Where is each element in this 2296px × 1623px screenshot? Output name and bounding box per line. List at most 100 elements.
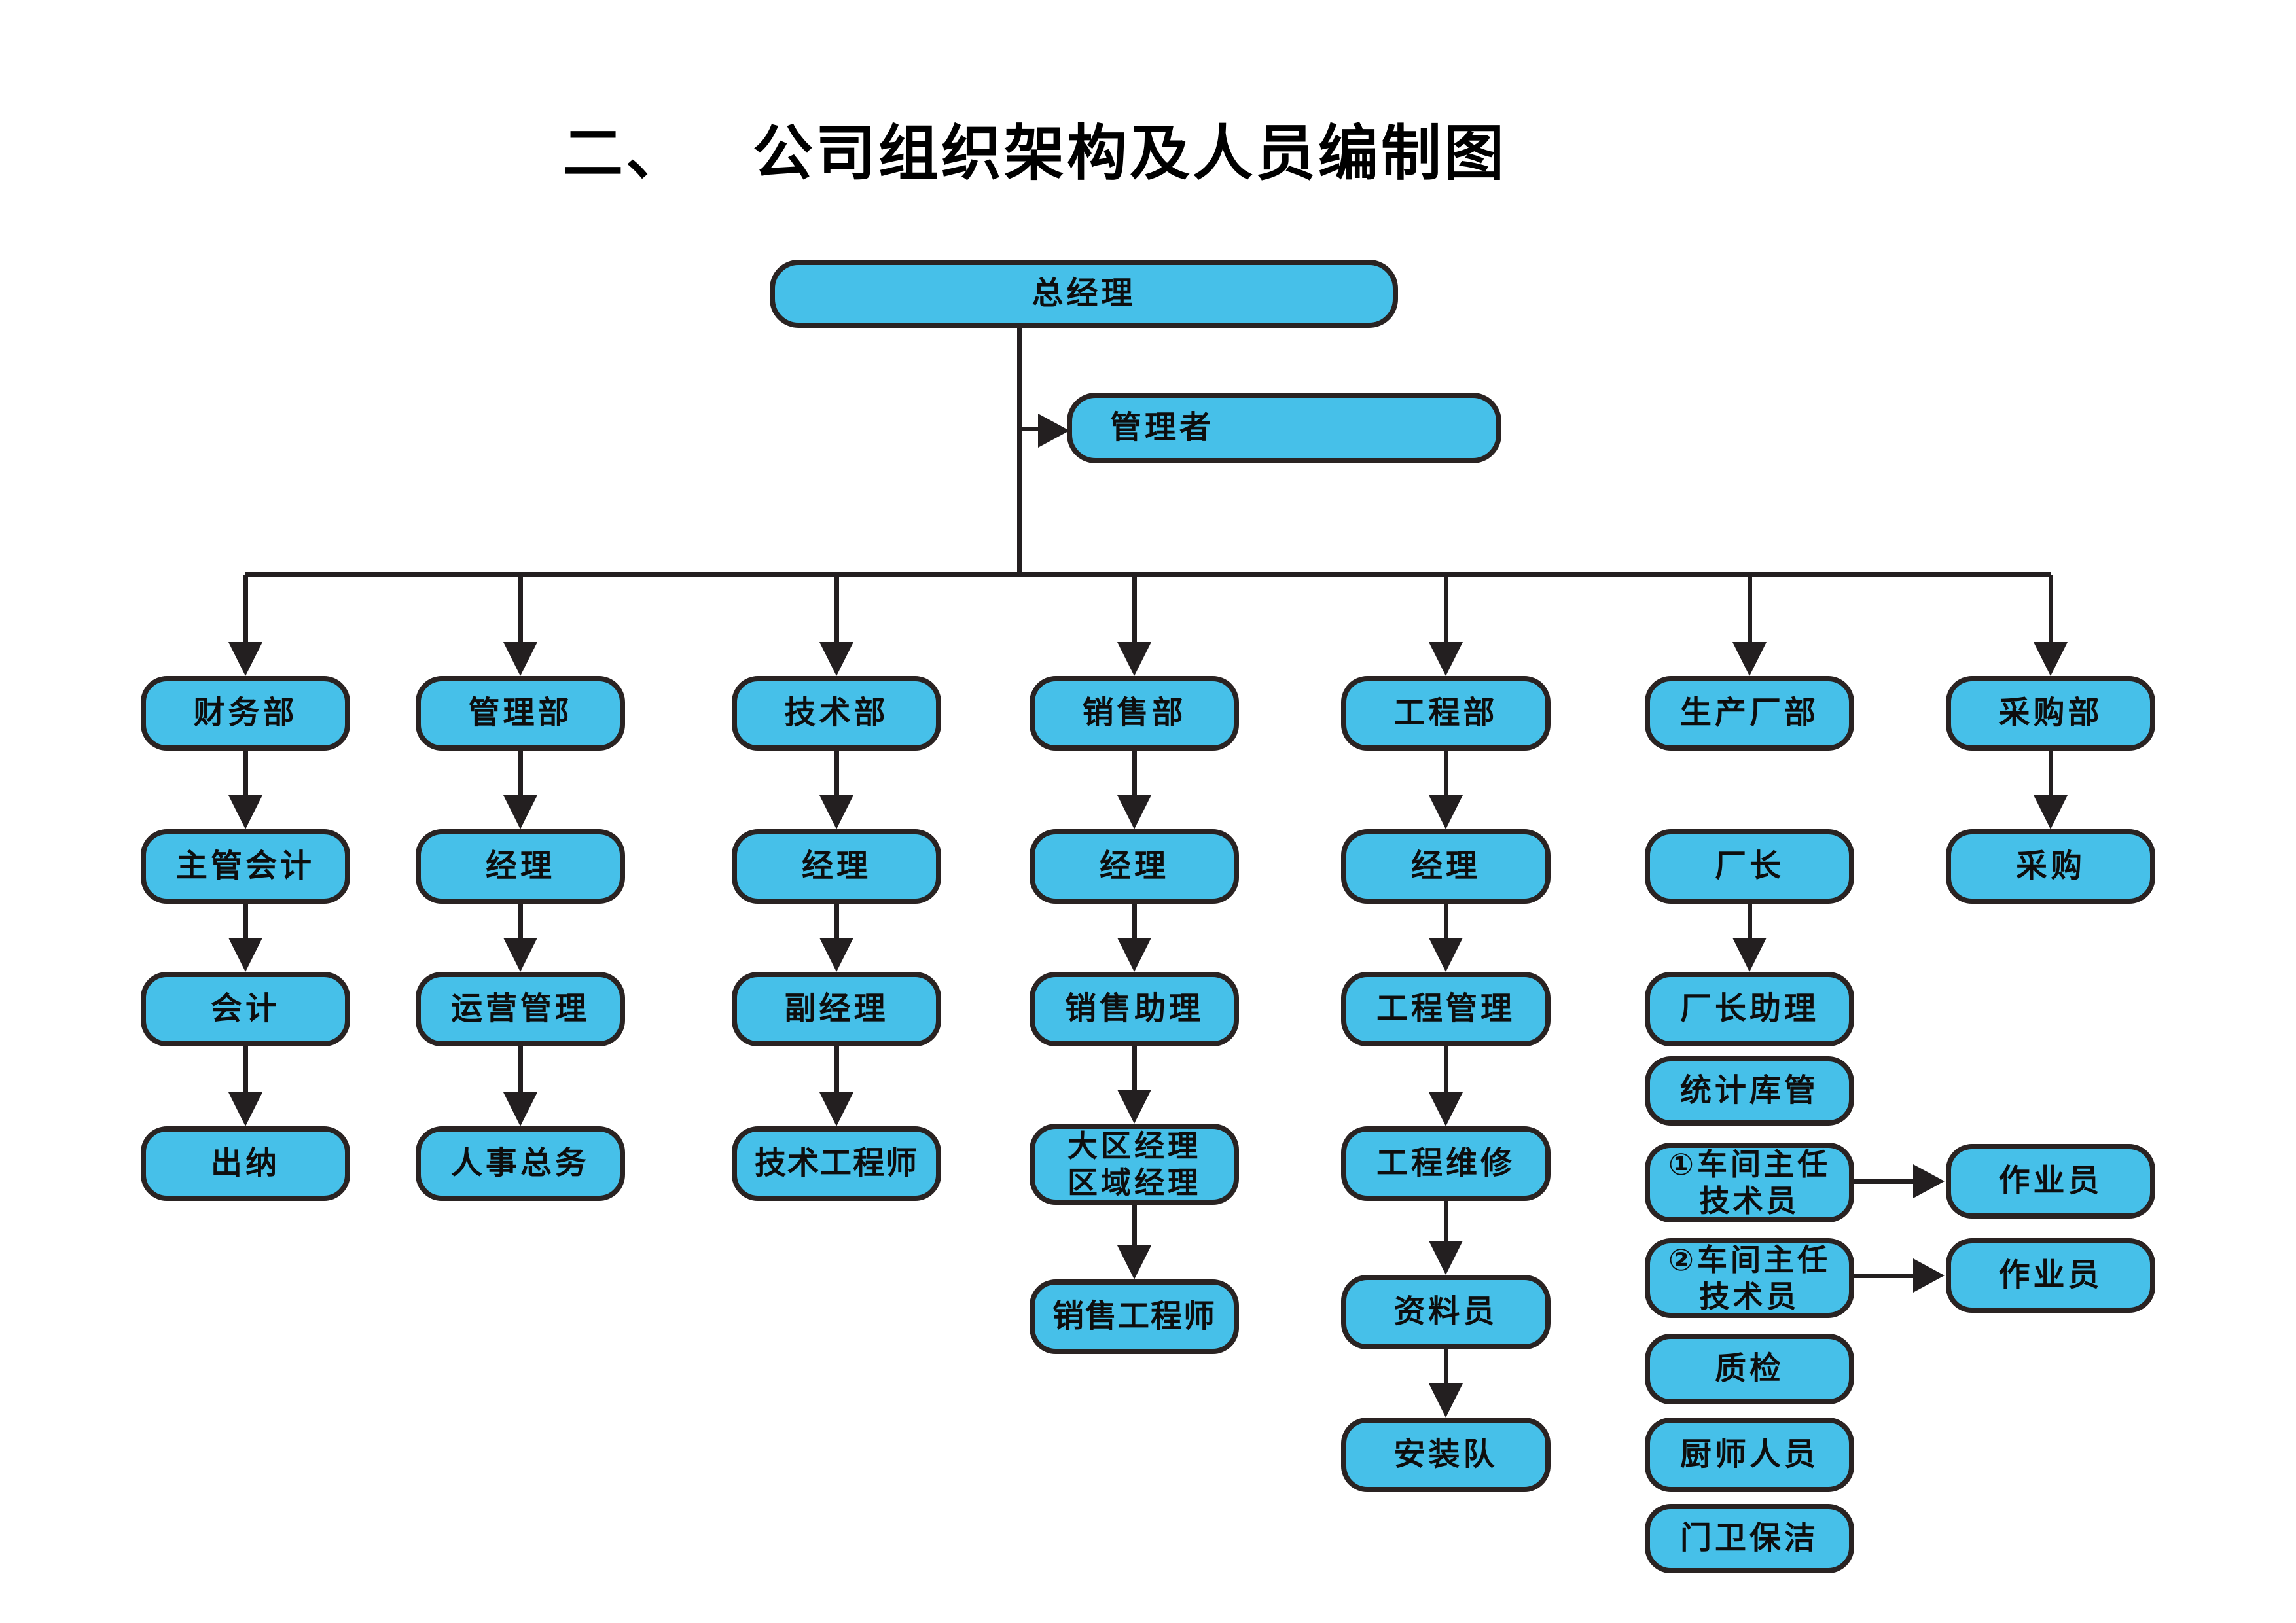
node-production-dept: 生产厂部	[1645, 676, 1854, 751]
node-admin-dept: 管理部	[416, 676, 625, 751]
connector-clerk-installation	[1444, 1349, 1448, 1383]
connector-trunk-production	[1748, 575, 1752, 642]
node-operator1: 作业员	[1946, 1144, 2155, 1219]
connector-gm-trunk	[1017, 327, 1022, 577]
node-admin-manager: 经理	[416, 829, 625, 904]
node-engineering-manager: 经理	[1341, 829, 1551, 904]
node-tech-engineer: 技术工程师	[732, 1126, 941, 1201]
node-quality-inspection: 质检	[1645, 1334, 1854, 1404]
node-security-cleaning: 门卫保洁	[1645, 1504, 1854, 1573]
node-sales-engineer: 销售工程师	[1030, 1279, 1239, 1354]
arrowhead-engmgmt	[1429, 938, 1463, 972]
node-tech-manager: 经理	[732, 829, 941, 904]
node-workshop2-line2: 技术员	[1699, 1279, 1800, 1313]
arrowhead-engineering	[1429, 642, 1463, 676]
node-regional-manager: 大区经理 区域经理	[1030, 1124, 1239, 1205]
arrowhead-engmaint	[1429, 1092, 1463, 1126]
arrowhead-chiefacc	[228, 795, 262, 829]
connector-manager-deputy	[834, 904, 839, 938]
arrowhead-tech-manager	[819, 795, 853, 829]
connector-manager-engmgmt	[1444, 904, 1448, 938]
arrowhead-assistant	[1732, 938, 1767, 972]
node-workshop1: ①车间主任 技术员	[1645, 1143, 1854, 1222]
connector-manager-operations	[518, 904, 523, 938]
connector-engmaint-clerk	[1444, 1201, 1448, 1241]
arrowhead-purchasing	[2034, 642, 2068, 676]
connector-accountant-cashier	[243, 1046, 248, 1092]
connector-trunk-sales	[1132, 575, 1137, 642]
node-deputy-manager: 副经理	[732, 972, 941, 1046]
arrowhead-deputy	[819, 938, 853, 972]
node-operator2: 作业员	[1946, 1238, 2155, 1313]
node-workshop2-line1: ②车间主任	[1668, 1242, 1831, 1277]
node-kitchen-staff: 厨师人员	[1645, 1418, 1854, 1492]
arrowhead-finance	[228, 642, 262, 676]
node-engineering-mgmt: 工程管理	[1341, 972, 1551, 1046]
arrowhead-regional	[1117, 1090, 1151, 1124]
node-workshop1-line2: 技术员	[1699, 1184, 1800, 1218]
node-regional-manager-line2: 区域经理	[1067, 1166, 1201, 1200]
node-sales-dept: 销售部	[1030, 676, 1239, 751]
node-tech-dept: 技术部	[732, 676, 941, 751]
connector-eng-manager	[1444, 751, 1448, 795]
arrowhead-production	[1732, 642, 1767, 676]
page-title-number: 二、	[563, 120, 689, 187]
node-purchasing-dept: 采购部	[1946, 676, 2155, 751]
node-workshop1-line1: ①车间主任	[1668, 1147, 1831, 1181]
connector-gm-manager	[1017, 427, 1041, 431]
arrowhead-admin	[503, 642, 537, 676]
connector-finance-chiefacc	[243, 751, 248, 795]
connector-operations-hr	[518, 1046, 523, 1092]
connector-trunk-engineering	[1444, 575, 1448, 642]
arrowhead-admin-manager	[503, 795, 537, 829]
arrowhead-sales	[1117, 642, 1151, 676]
page-title-text: 公司组织架构及人员编制图	[753, 120, 1507, 187]
node-document-clerk: 资料员	[1341, 1275, 1551, 1349]
arrowhead-cashier	[228, 1092, 262, 1126]
connector-trunk-tech	[834, 575, 839, 642]
arrowhead-hr	[503, 1092, 537, 1126]
arrowhead-manager	[1038, 414, 1069, 448]
arrowhead-saleseng	[1117, 1245, 1151, 1279]
arrowhead-purchasing-role	[2034, 795, 2068, 829]
arrowhead-salesassist	[1117, 938, 1151, 972]
connector-trunk-finance	[243, 575, 248, 642]
arrowhead-eng-manager	[1429, 795, 1463, 829]
connector-director-assistant	[1748, 904, 1752, 938]
node-operations-mgmt: 运营管理	[416, 972, 625, 1046]
node-finance-dept: 财务部	[141, 676, 350, 751]
arrowhead-sales-manager	[1117, 795, 1151, 829]
connector-manager-salesassist	[1132, 904, 1137, 938]
connector-purchasingdept-purchasing	[2049, 751, 2053, 795]
node-factory-director: 厂长	[1645, 829, 1854, 904]
node-regional-manager-line1: 大区经理	[1067, 1128, 1201, 1163]
node-chief-accountant: 主管会计	[141, 829, 350, 904]
arrowhead-techeng	[819, 1092, 853, 1126]
node-engineering-maint: 工程维修	[1341, 1126, 1551, 1201]
node-sales-manager: 经理	[1030, 829, 1239, 904]
node-stats-warehouse: 统计库管	[1645, 1056, 1854, 1126]
node-sales-assistant: 销售助理	[1030, 972, 1239, 1046]
page-title: 二、 公司组织架构及人员编制图	[563, 105, 1507, 192]
connector-trunk-admin	[518, 575, 523, 642]
connector-chiefacc-accountant	[243, 904, 248, 938]
node-purchasing: 采购	[1946, 829, 2155, 904]
node-director-assistant: 厂长助理	[1645, 972, 1854, 1046]
connector-tech-manager	[834, 751, 839, 795]
connector-admin-manager	[518, 751, 523, 795]
connector-workshop1-operator1	[1854, 1179, 1916, 1184]
node-accountant: 会计	[141, 972, 350, 1046]
connector-salesassist-regional	[1132, 1046, 1137, 1090]
node-installation-team: 安装队	[1341, 1418, 1551, 1492]
node-engineering-dept: 工程部	[1341, 676, 1551, 751]
arrowhead-tech	[819, 642, 853, 676]
connector-engmgmt-engmaint	[1444, 1046, 1448, 1092]
connector-deputy-techeng	[834, 1046, 839, 1092]
node-hr-general-affairs: 人事总务	[416, 1126, 625, 1201]
connector-trunk	[245, 572, 2051, 577]
connector-trunk-purchasing	[2049, 575, 2053, 642]
node-manager: 管理者	[1067, 393, 1501, 463]
arrowhead-operations	[503, 938, 537, 972]
node-general-manager: 总经理	[770, 260, 1398, 328]
